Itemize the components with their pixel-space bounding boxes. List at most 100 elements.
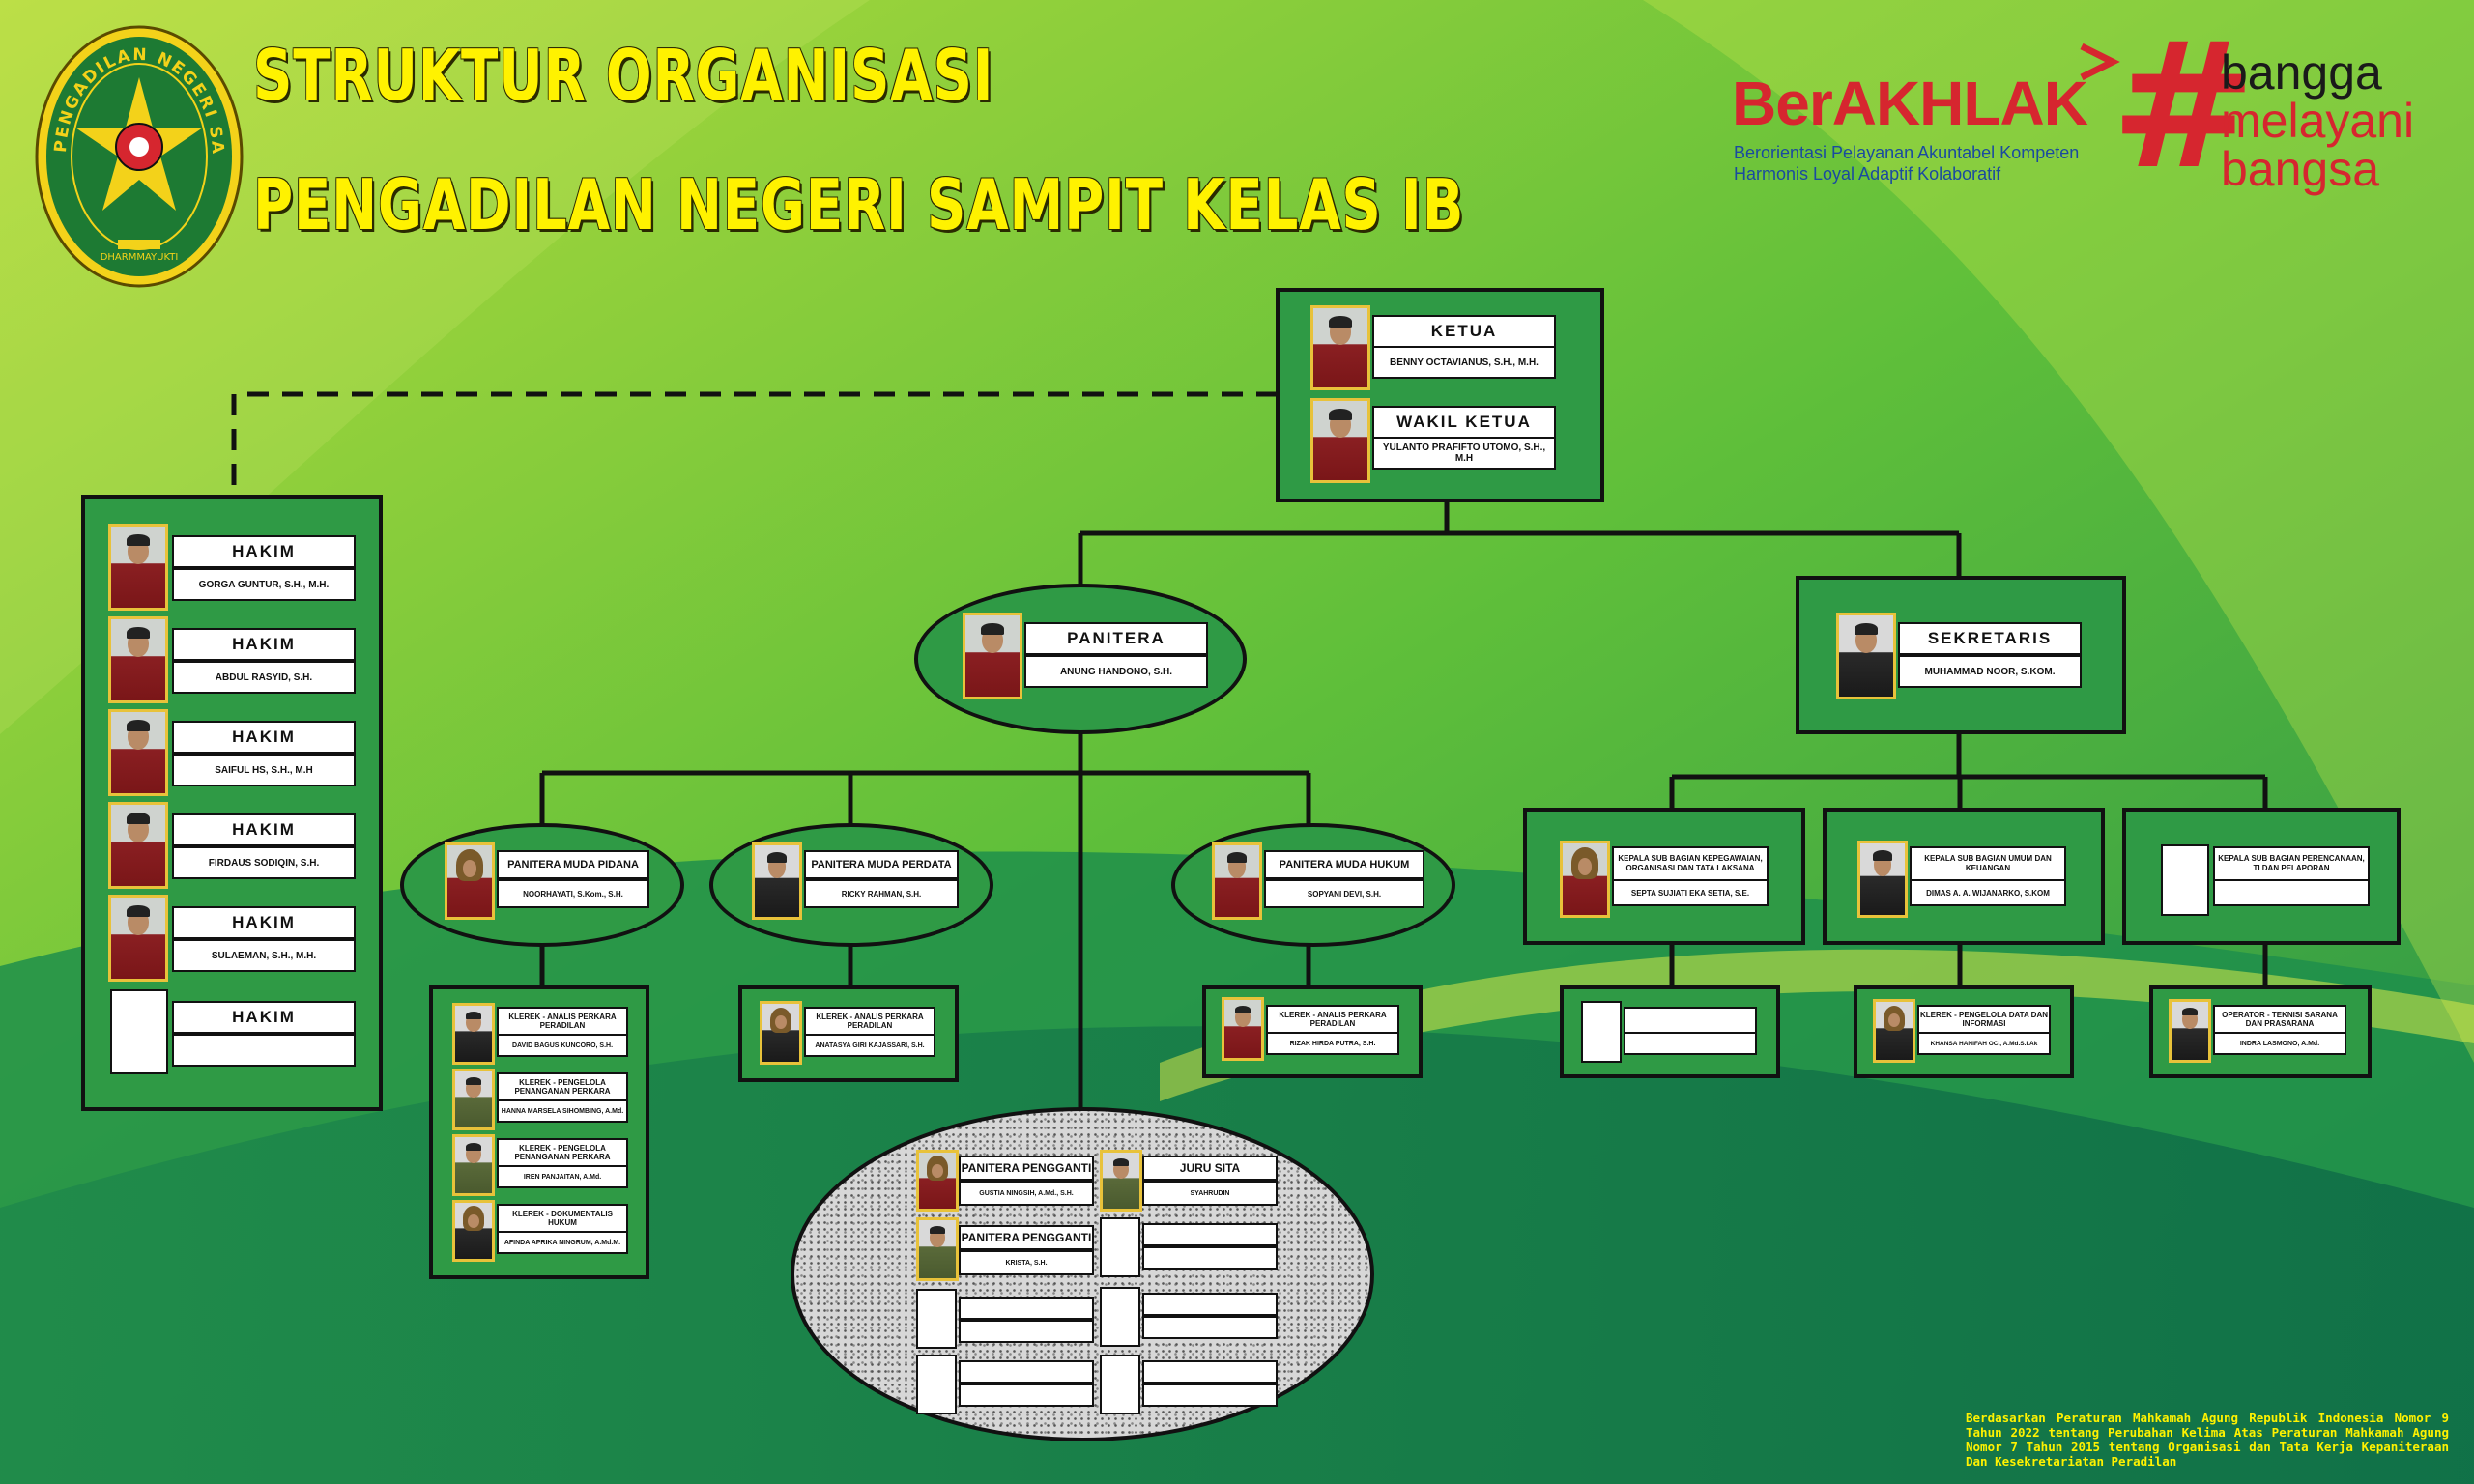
kasubag-umum-title: KEPALA SUB BAGIAN UMUM DAN KEUANGAN	[1910, 846, 2066, 881]
sekretaris-photo	[1836, 613, 1896, 699]
hukum-staff-title: KLEREK - ANALIS PERKARA PERADILAN	[1266, 1005, 1399, 1034]
ketua-photo	[1310, 305, 1370, 390]
page-title-line-1: STRUKTUR ORGANISASI	[253, 35, 994, 116]
staff-title: KLEREK - PENGELOLA PENANGANAN PERKARA	[497, 1138, 628, 1167]
pm-hukum-title: PANITERA MUDA HUKUM	[1264, 850, 1424, 879]
pm-hukum-name: SOPYANI DEVI, S.H.	[1264, 879, 1424, 908]
hakim-title: HAKIM	[172, 628, 356, 661]
js-photo	[1100, 1150, 1142, 1212]
kepegawaian-staff-photo-placeholder	[1581, 1001, 1622, 1063]
pm-pidana-name: NOORHAYATI, S.Kom., S.H.	[497, 879, 649, 908]
panitera-name: ANUNG HANDONO, S.H.	[1024, 655, 1208, 688]
pp-photo-placeholder	[916, 1355, 957, 1414]
bangga-word: bangga	[2221, 45, 2382, 100]
chevron-accent-icon	[2080, 43, 2120, 81]
hakim-photo-placeholder	[110, 989, 168, 1074]
hakim-title: HAKIM	[172, 1001, 356, 1034]
pp-name	[959, 1320, 1094, 1343]
kasubag-umum-photo	[1857, 841, 1908, 918]
staff-name: IREN PANJAITAN, A.Md.	[497, 1165, 628, 1188]
pp-title: PANITERA PENGGANTI	[959, 1156, 1094, 1181]
kasubag-ptip-title: KEPALA SUB BAGIAN PERENCANAAN, TI DAN PE…	[2213, 846, 2370, 881]
pp-title	[959, 1360, 1094, 1384]
sekretaris-name: MUHAMMAD NOOR, S.KOM.	[1898, 655, 2082, 688]
kasubag-kepegawaian-title: KEPALA SUB BAGIAN KEPEGAWAIAN, ORGANISAS…	[1612, 846, 1769, 881]
staff-title: KLEREK - DOKUMENTALIS HUKUM	[497, 1204, 628, 1233]
hakim-photo	[108, 616, 168, 703]
hakim-name	[172, 1034, 356, 1067]
hakim-title: HAKIM	[172, 813, 356, 846]
staff-title: KLEREK - PENGELOLA PENANGANAN PERKARA	[497, 1072, 628, 1101]
staff-name: DAVID BAGUS KUNCORO, S.H.	[497, 1034, 628, 1057]
staff-photo	[452, 1069, 495, 1130]
pm-perdata-title: PANITERA MUDA PERDATA	[804, 850, 959, 879]
hakim-photo	[108, 709, 168, 796]
js-title	[1142, 1223, 1278, 1246]
pm-perdata-photo	[752, 842, 802, 920]
wakil-ketua-title: WAKIL KETUA	[1372, 406, 1556, 439]
umum-staff-title: KLEREK - PENGELOLA DATA DAN INFORMASI	[1917, 1005, 2051, 1034]
hakim-photo	[108, 802, 168, 889]
bangsa-word: bangsa	[2221, 142, 2380, 196]
pp-photo	[916, 1217, 959, 1281]
perdata-staff-title: KLEREK - ANALIS PERKARA PERADILAN	[804, 1007, 935, 1036]
wakil-ketua-name: YULANTO PRAFIFTO UTOMO, S.H., M.H	[1372, 437, 1556, 470]
hukum-staff-photo	[1222, 997, 1264, 1061]
kasubag-kepegawaian-name: SEPTA SUJIATI EKA SETIA, S.E.	[1612, 879, 1769, 906]
pp-name: GUSTIA NINGSIH, A.Md., S.H.	[959, 1181, 1094, 1206]
hakim-name: FIRDAUS SODIQIN, S.H.	[172, 846, 356, 879]
kasubag-ptip-name	[2213, 879, 2370, 906]
kepegawaian-staff-title	[1624, 1007, 1757, 1034]
ptip-staff-photo	[2169, 999, 2211, 1063]
js-title: JURU SITA	[1142, 1156, 1278, 1181]
kepegawaian-staff-name	[1624, 1032, 1757, 1055]
hakim-photo	[108, 524, 168, 611]
pp-name: KRISTA, S.H.	[959, 1250, 1094, 1275]
js-title	[1142, 1360, 1278, 1384]
page-title-line-2: PENGADILAN NEGERI SAMPIT KELAS IB	[253, 164, 1465, 245]
hakim-title: HAKIM	[172, 721, 356, 754]
berakhlak-wordmark: BerAKHLAK	[1732, 69, 2088, 138]
panitera-title: PANITERA	[1024, 622, 1208, 655]
pm-pidana-photo	[445, 842, 495, 920]
staff-name: HANNA MARSELA SIHOMBING, A.Md.	[497, 1099, 628, 1123]
hashtag-icon: #	[2111, 6, 2257, 208]
kasubag-umum-name: DIMAS A. A. WIJANARKO, S.KOM	[1910, 879, 2066, 906]
berakhlak-tagline-2: Harmonis Loyal Adaptif Kolaboratif	[1734, 164, 2001, 184]
hakim-title: HAKIM	[172, 906, 356, 939]
pp-name	[959, 1384, 1094, 1407]
ptip-staff-name: INDRA LASMONO, A.Md.	[2213, 1032, 2346, 1055]
staff-photo	[452, 1003, 495, 1065]
staff-photo	[452, 1134, 495, 1196]
hakim-photo	[108, 895, 168, 982]
js-photo-placeholder	[1100, 1355, 1140, 1414]
hakim-name: ABDUL RASYID, S.H.	[172, 661, 356, 694]
wakil-ketua-photo	[1310, 398, 1370, 483]
hakim-name: SULAEMAN, S.H., M.H.	[172, 939, 356, 972]
regulation-footnote: Berdasarkan Peraturan Mahkamah Agung Rep…	[1966, 1411, 2449, 1469]
pm-perdata-name: RICKY RAHMAN, S.H.	[804, 879, 959, 908]
kasubag-ptip-photo-placeholder	[2161, 844, 2209, 916]
umum-staff-photo	[1873, 999, 1915, 1063]
ptip-staff-title: OPERATOR - TEKNISI SARANA DAN PRASARANA	[2213, 1005, 2346, 1034]
js-photo-placeholder	[1100, 1287, 1140, 1347]
js-name	[1142, 1384, 1278, 1407]
panitera-photo	[963, 613, 1022, 699]
pp-photo	[916, 1150, 959, 1212]
pm-pidana-title: PANITERA MUDA PIDANA	[497, 850, 649, 879]
court-emblem-logo: PENGADILAN NEGERI SAMPIT DHARMMAYUKTI	[33, 21, 244, 288]
pp-title	[959, 1297, 1094, 1320]
hukum-staff-name: RIZAK HIRDA PUTRA, S.H.	[1266, 1032, 1399, 1055]
js-photo-placeholder	[1100, 1217, 1140, 1277]
staff-photo	[452, 1200, 495, 1262]
umum-staff-name: KHANSA HANIFAH OCI, A.Md.S.I.Ak	[1917, 1032, 2051, 1055]
staff-name: AFINDA APRIKA NINGRUM, A.Md.M.	[497, 1231, 628, 1254]
js-title	[1142, 1293, 1278, 1316]
perdata-staff-photo	[760, 1001, 802, 1065]
sekretaris-title: SEKRETARIS	[1898, 622, 2082, 655]
melayani-word: melayani	[2221, 94, 2415, 148]
hakim-name: SAIFUL HS, S.H., M.H	[172, 754, 356, 786]
berakhlak-tagline-1: Berorientasi Pelayanan Akuntabel Kompete…	[1734, 143, 2080, 162]
svg-text:DHARMMAYUKTI: DHARMMAYUKTI	[101, 252, 179, 263]
